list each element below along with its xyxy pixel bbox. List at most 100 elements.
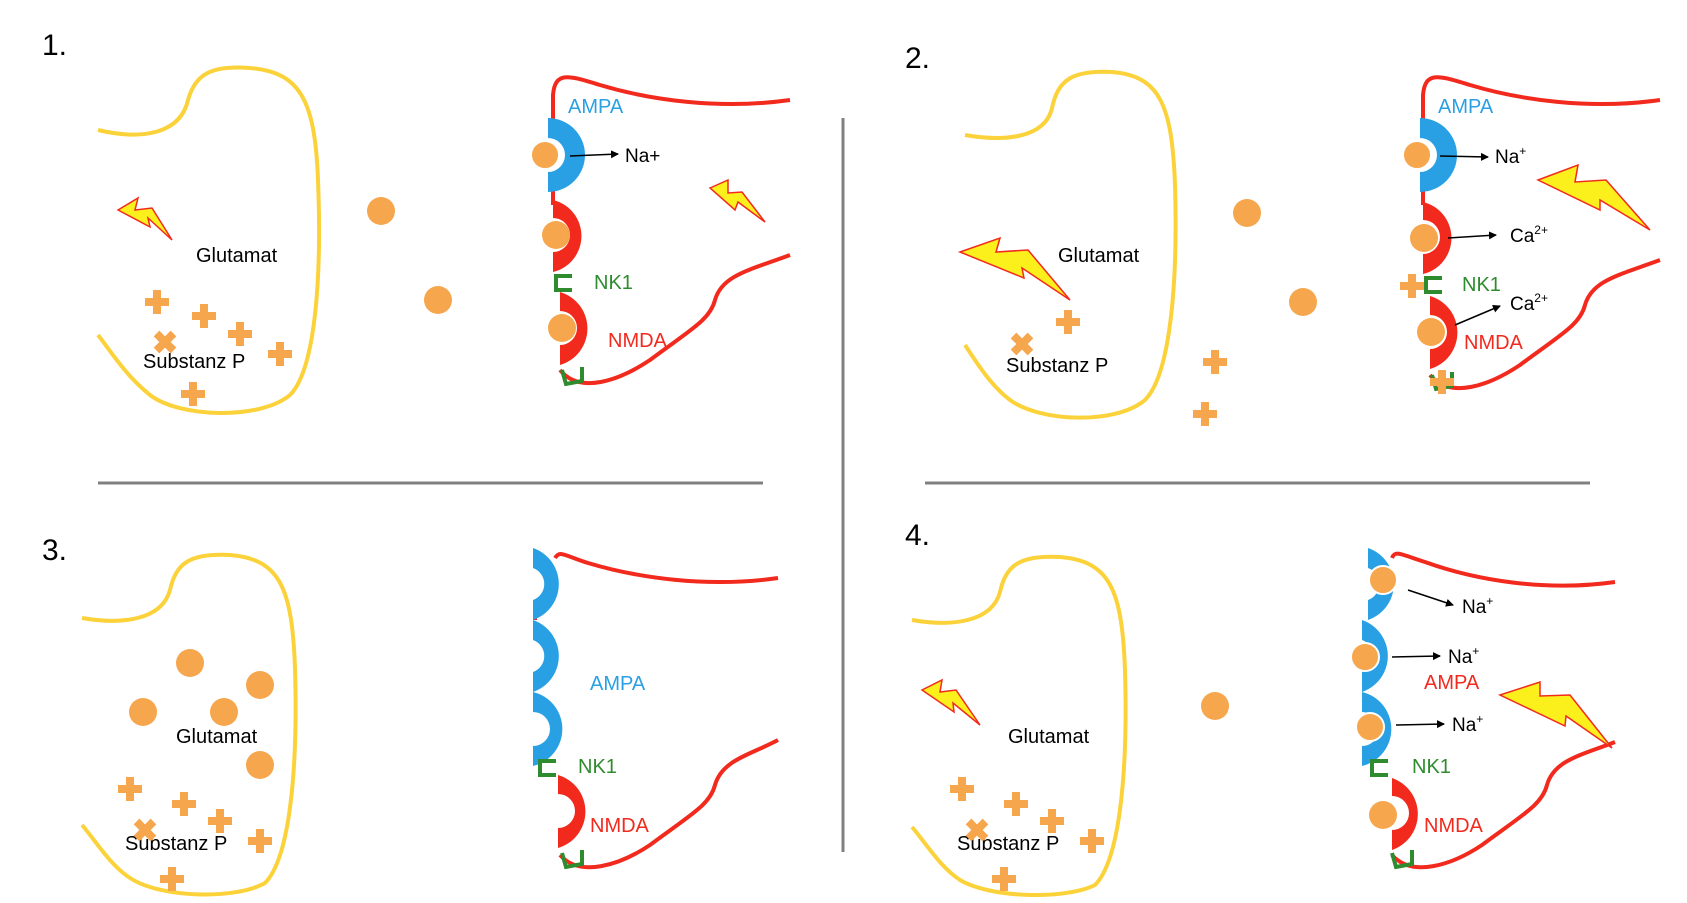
nmda-label: NMDA <box>1464 332 1524 354</box>
ion-label: Ca2+ <box>1510 291 1548 315</box>
glutamate-molecule <box>1368 565 1398 595</box>
glutamate-molecule <box>1355 712 1385 742</box>
substance-p-molecule <box>1400 274 1424 298</box>
lightning-icon <box>1536 163 1651 231</box>
ampa-receptor <box>1420 118 1457 192</box>
ion-label: Na+ <box>625 146 660 167</box>
nk1-receptor <box>1370 759 1388 777</box>
glutamate-molecule <box>1417 318 1445 346</box>
glutamate-molecule <box>1289 288 1317 316</box>
ion-arrow <box>1391 652 1441 661</box>
ampa-label: AMPA <box>1438 96 1494 118</box>
nk1-receptor <box>560 850 584 870</box>
nk1-label: NK1 <box>578 756 617 778</box>
nk1-receptor <box>538 759 556 777</box>
glutamate-molecule <box>246 671 274 699</box>
ion-label: Na+ <box>1495 144 1526 168</box>
glutamate-molecule <box>367 197 395 225</box>
glutamate-molecule <box>1402 140 1432 170</box>
lightning-icon <box>116 196 173 241</box>
ampa-receptor <box>533 692 563 766</box>
ion-arrow <box>1454 305 1501 326</box>
ampa-receptor <box>1362 692 1392 766</box>
nmda-label: NMDA <box>608 330 668 352</box>
lightning-icon <box>920 678 981 726</box>
lightning-icon <box>708 178 766 223</box>
substance-p-molecule <box>1056 310 1080 334</box>
substance-p-molecule <box>1193 402 1217 426</box>
ampa-label: AMPA <box>590 673 646 695</box>
nmda-label: NMDA <box>590 815 650 837</box>
nmda-receptor <box>1430 296 1458 369</box>
substance-p-molecules <box>145 290 292 406</box>
nk1-receptor <box>1390 850 1414 870</box>
substance-p-molecule <box>1203 350 1227 374</box>
glutamate-molecule <box>424 286 452 314</box>
ion-label: Na+ <box>1448 644 1479 668</box>
ampa-receptor <box>548 118 585 192</box>
nmda-label: NMDA <box>1424 815 1484 837</box>
glutamate-molecule <box>210 698 238 726</box>
substance-p-molecule <box>1010 332 1034 356</box>
nmda-receptor <box>1423 202 1452 274</box>
nk1-receptor <box>554 274 572 292</box>
panel-number: 1. <box>42 29 67 62</box>
ampa-label: AMPA <box>568 96 624 118</box>
postsynaptic-membrane <box>1421 75 1661 391</box>
nmda-receptor <box>560 292 588 365</box>
panel-3: 3. AMPA NK1 NMDA Glutamat Substanz P <box>42 534 779 897</box>
nk1-label: NK1 <box>1412 756 1451 778</box>
presynaptic-membrane <box>96 65 322 415</box>
ion-arrow <box>1407 589 1454 607</box>
glutamate-molecule <box>1369 801 1397 829</box>
ion-label: Na+ <box>1462 594 1493 618</box>
panel-number: 2. <box>905 42 930 75</box>
ion-arrow <box>1395 720 1445 729</box>
nmda-receptor <box>1392 778 1418 850</box>
postsynaptic-membrane <box>553 551 779 870</box>
panel-4: 4. Na+ Na+ Na+ AMPA NK1 NMDA Glutamat Su… <box>905 519 1616 897</box>
presynaptic-membrane <box>910 554 1128 897</box>
panel-1: 1. AMPA Na+ NK1 NMDA Glutamat Substanz P <box>42 29 791 415</box>
glutamate-molecule <box>542 221 570 249</box>
nk1-label: NK1 <box>594 272 633 294</box>
substance-p-molecules <box>950 777 1104 891</box>
glutamate-molecule <box>176 649 204 677</box>
glutamate-molecule <box>548 314 576 342</box>
panel-number: 4. <box>905 519 930 552</box>
glutamate-molecule <box>1233 199 1261 227</box>
ampa-receptor <box>533 620 559 692</box>
ion-arrow <box>569 150 619 159</box>
ion-arrow <box>1439 152 1489 161</box>
ampa-label: AMPA <box>1424 672 1480 694</box>
ampa-receptor <box>533 548 559 620</box>
ion-label: Ca2+ <box>1510 223 1548 247</box>
panel-number: 3. <box>42 534 67 567</box>
nmda-receptor <box>553 200 582 272</box>
ion-arrow <box>1447 231 1497 240</box>
postsynaptic-membrane <box>1390 551 1616 870</box>
nk1-label: NK1 <box>1462 274 1501 296</box>
glutamat-label: Glutamat <box>196 245 278 267</box>
glutamate-molecule <box>1410 224 1438 252</box>
substance-p-molecules <box>118 777 272 891</box>
glutamate-molecule <box>1201 692 1229 720</box>
glutamate-molecule <box>530 140 560 170</box>
substance-p-molecule <box>1430 370 1454 394</box>
glutamate-molecule <box>1350 642 1380 672</box>
nk1-receptor <box>1424 276 1442 294</box>
glutamat-label: Glutamat <box>1008 726 1090 748</box>
panel-2: 2. AMPA Na+ Ca2+ NK1 Ca2+ NMDA Glutamat … <box>905 42 1661 426</box>
ion-label: Na+ <box>1452 712 1483 736</box>
nk1-receptor <box>560 367 584 387</box>
glutamat-label: Glutamat <box>1058 245 1140 267</box>
substanz-p-label: Substanz P <box>1006 355 1108 377</box>
presynaptic-membrane <box>80 552 298 897</box>
presynaptic-membrane <box>963 69 1178 420</box>
glutamate-molecule <box>129 698 157 726</box>
lightning-icon <box>957 236 1071 301</box>
lightning-icon <box>1497 680 1613 749</box>
substanz-p-label: Substanz P <box>143 351 245 373</box>
postsynaptic-membrane <box>551 75 791 386</box>
